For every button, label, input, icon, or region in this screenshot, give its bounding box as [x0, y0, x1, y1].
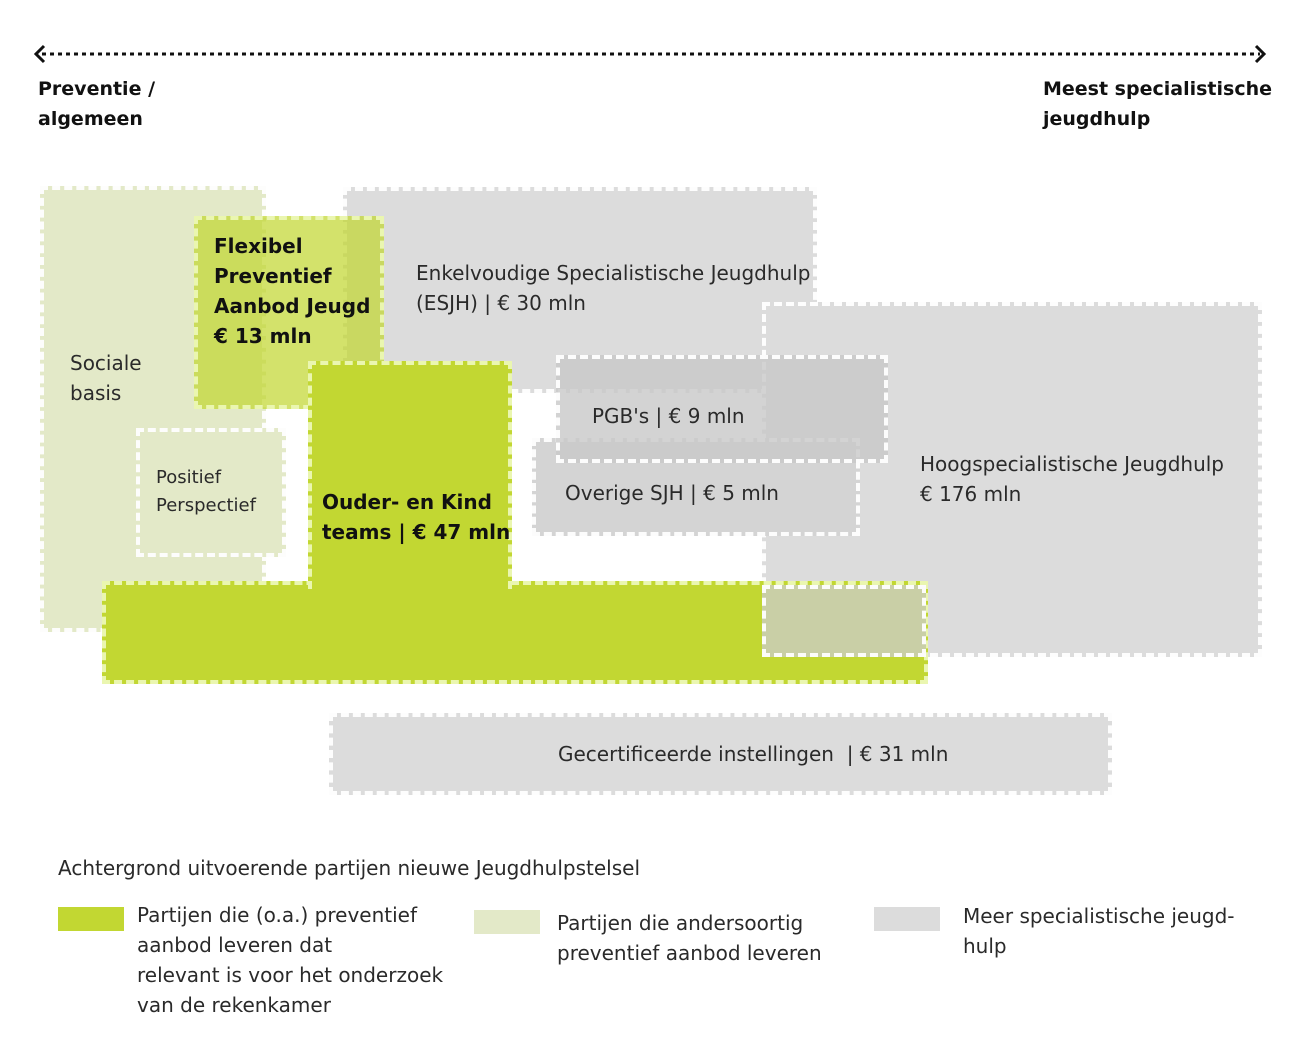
block-positief-perspectief	[136, 428, 286, 557]
label-overige-sjh: Overige SJH | € 5 mln	[565, 481, 779, 505]
axis-arrow	[33, 44, 1267, 64]
label-flexibel-preventief: Flexibel Preventief Aanbod Jeugd € 13 ml…	[214, 234, 371, 348]
label-esjh: Enkelvoudige Specialistische Jeugdhulp (…	[416, 261, 811, 315]
block-pgb	[556, 355, 888, 463]
label-positief-perspectief: Positief Perspectief	[156, 467, 256, 516]
block-gecertificeerd	[329, 713, 1112, 795]
legend-label-green: Partijen die (o.a.) preventief aanbod le…	[137, 903, 444, 1017]
legend-label-lightgreen: Partijen die andersoortig preventief aan…	[557, 911, 822, 965]
axis-left-label: Preventie / algemeen	[38, 78, 156, 130]
label-pgb: PGB's | € 9 mln	[592, 404, 745, 428]
axis-right-label: Meest specialistische jeugdhulp	[1043, 78, 1272, 130]
legend-swatch-lightgreen	[474, 910, 540, 934]
legend-swatch-grey	[874, 907, 940, 931]
label-gecertificeerd: Gecertificeerde instellingen | € 31 mln	[558, 742, 949, 766]
block-overlap	[762, 585, 926, 657]
legend-title: Achtergrond uitvoerende partijen nieuwe …	[58, 856, 641, 880]
block-ouder-kind	[308, 361, 512, 589]
label-hoogspecialistisch: Hoogspecialistische Jeugdhulp € 176 mln	[920, 452, 1224, 506]
label-ouder-kind: Ouder- en Kind teams | € 47 mln	[322, 490, 511, 544]
label-sociale-basis: Sociale basis	[70, 351, 142, 405]
legend-swatch-green	[58, 907, 124, 931]
legend-label-grey: Meer specialistische jeugd- hulp	[963, 904, 1235, 958]
